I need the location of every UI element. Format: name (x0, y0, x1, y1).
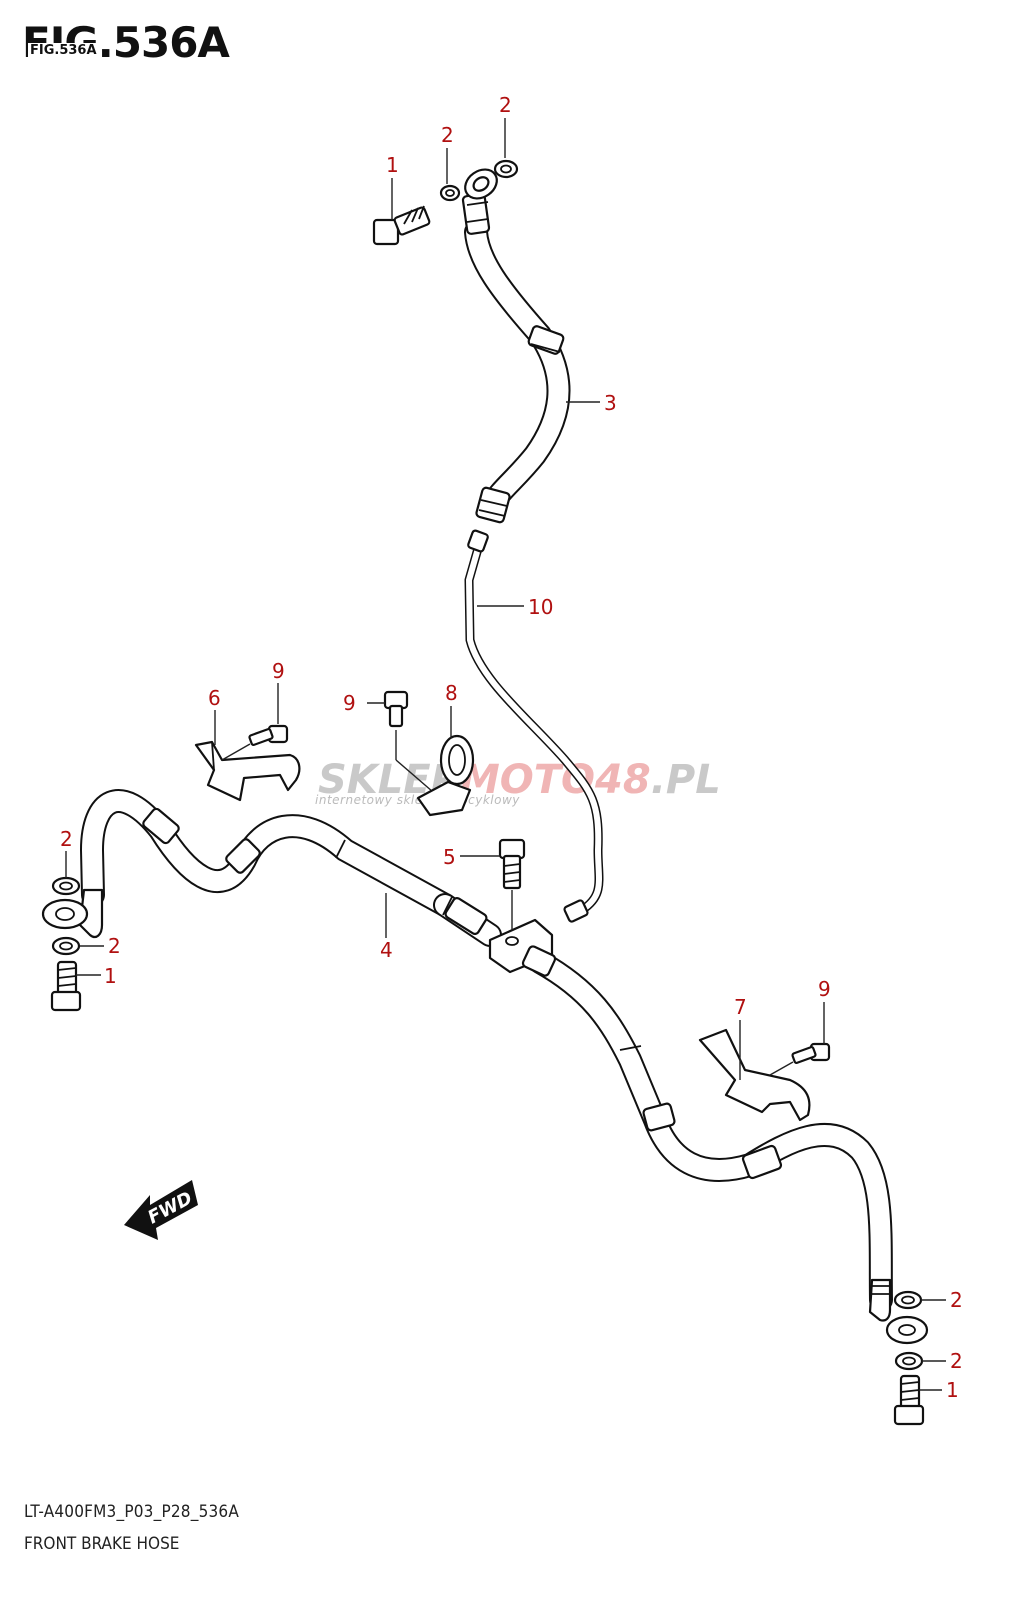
brake-pipe (464, 529, 604, 923)
crush-washer-top-a (439, 184, 461, 202)
callout-labels: 1 2 2 3 10 9 6 9 8 2 2 1 5 4 7 9 2 2 1 (60, 93, 963, 1402)
upper-brake-hose (461, 168, 571, 524)
watermark-tagline: internetowy sklep motocyklowy (315, 793, 520, 807)
figure-name: FRONT BRAKE HOSE (24, 1534, 180, 1554)
callout-5: 5 (443, 845, 456, 869)
lower-brake-hose-left (78, 789, 502, 947)
forward-direction-arrow: FWD (124, 1180, 198, 1240)
callout-8: 8 (445, 681, 458, 705)
callout-9-a: 9 (343, 691, 356, 715)
callout-3: 3 (604, 391, 617, 415)
pipe-clamp (416, 734, 475, 817)
crush-washer-right-b (894, 1351, 924, 1371)
callout-2-right-a: 2 (950, 1288, 963, 1312)
banjo-fitting-left (41, 898, 89, 930)
callout-7: 7 (734, 995, 747, 1019)
clamp-bolt (383, 690, 441, 799)
callout-4: 4 (380, 938, 393, 962)
figure-code: LT-A400FM3_P03_P28_536A (24, 1502, 240, 1522)
callout-1-left: 1 (104, 964, 117, 988)
joint-mounting-bolt (498, 838, 526, 930)
crush-washer-top-b (493, 159, 519, 179)
bracket-bolt-right (769, 1042, 831, 1076)
callout-9-b: 9 (272, 659, 285, 683)
crush-washer-left-b (51, 936, 81, 956)
watermark: SKLEPMOTO48.PL internetowy sklep motocyk… (315, 757, 721, 807)
watermark-brand: SKLEPMOTO48.PL (318, 757, 721, 803)
lower-brake-hose-right (521, 945, 893, 1322)
banjo-bolt-top (372, 205, 431, 246)
callout-2-top-b: 2 (499, 93, 512, 117)
callout-2-top-a: 2 (441, 123, 454, 147)
bracket-bolt-left (221, 724, 289, 761)
callout-9-c: 9 (818, 977, 831, 1001)
hose-bracket-left (194, 740, 301, 802)
crush-washer-left-a (51, 876, 81, 896)
callout-1-right: 1 (946, 1378, 959, 1402)
crush-washer-right-a (893, 1290, 923, 1310)
callout-leaders (65, 118, 946, 1391)
banjo-bolt-right (893, 1374, 925, 1426)
callout-10: 10 (528, 595, 553, 619)
hose-bracket-right (698, 1028, 811, 1122)
banjo-bolt-left (50, 960, 82, 1012)
banjo-fitting-right (885, 1315, 929, 1345)
callout-1-top: 1 (386, 153, 399, 177)
callout-2-left-b: 2 (108, 934, 121, 958)
figure-subtitle: FIG.536A (28, 43, 99, 58)
figure-title: FIG.536A (22, 18, 230, 67)
callout-2-left-a: 2 (60, 827, 73, 851)
callout-2-right-b: 2 (950, 1349, 963, 1373)
callout-6: 6 (208, 686, 221, 710)
